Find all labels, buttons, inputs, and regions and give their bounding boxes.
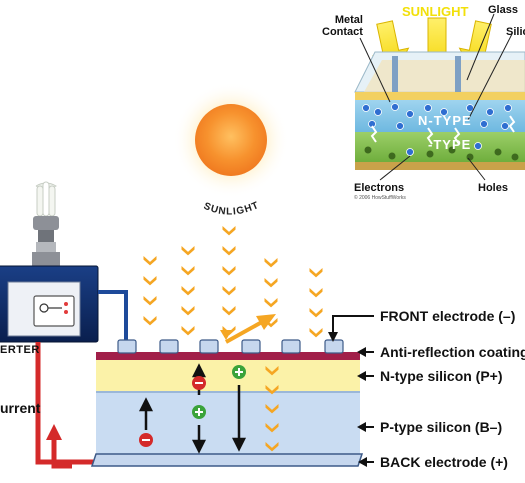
inset-electrons	[362, 103, 512, 156]
light-arrow-chevron	[309, 328, 323, 338]
inset-n-layer	[355, 100, 525, 132]
electron-marker	[139, 433, 153, 447]
light-arrow-chevron	[265, 366, 279, 376]
light-arrow-chevron	[143, 256, 157, 266]
inverter-label: ERTER	[0, 344, 40, 356]
light-arrow-chevron	[181, 286, 195, 296]
light-arrow-chevron	[143, 296, 157, 306]
light-arrow-chevron	[265, 423, 279, 433]
solar-cell-layers	[90, 339, 364, 467]
inset-electrons-label: Electrons	[354, 182, 405, 194]
inset-glass-label: Glass	[488, 4, 518, 16]
inset-holes-label: Holes	[478, 182, 508, 194]
light-arrow-chevron	[181, 306, 195, 316]
p-type-label: P-type silicon (B–)	[380, 419, 503, 435]
inset-sunlight-label: SUNLIGHT	[402, 4, 469, 19]
light-arrow-chevron	[309, 288, 323, 298]
back-electrode-label: BACK electrode (+)	[380, 454, 508, 470]
light-arrow-chevron	[264, 258, 278, 268]
light-arrow-chevron	[181, 266, 195, 276]
front-electrode-label: FRONT electrode (–)	[380, 308, 516, 324]
anti-reflection-layer	[96, 352, 360, 360]
light-arrow-chevron	[222, 286, 236, 296]
electron-marker	[192, 376, 206, 390]
inset-illustration	[354, 13, 525, 181]
light-arrow-chevron	[181, 326, 195, 336]
light-arrow-chevron	[143, 276, 157, 286]
light-arrow-chevron	[222, 246, 236, 256]
inset-metal-contact	[392, 56, 398, 94]
n-type-layer	[96, 360, 360, 392]
sunlight-curved-label: SUNLIGHT	[202, 200, 261, 218]
charge-carriers	[139, 365, 246, 447]
p-type-layer	[96, 392, 360, 454]
anti-reflection-label: Anti-reflection coating	[380, 344, 525, 360]
hole-marker	[192, 405, 206, 419]
light-arrow-chevron	[265, 385, 279, 395]
light-arrow-chevron	[222, 266, 236, 276]
inset-n-type-label: N-TYPE	[418, 113, 472, 128]
light-bulb	[32, 181, 60, 266]
inverter-box	[0, 265, 99, 343]
light-arrow-chevron	[222, 306, 236, 316]
inset-p-type-label: -TYPE	[428, 137, 472, 152]
current-label: urrent	[0, 400, 41, 416]
light-arrow-chevron	[181, 246, 195, 256]
light-arrow-chevron	[264, 298, 278, 308]
inset-silicon-label: Silic	[506, 26, 525, 38]
n-type-label: N-type silicon (P+)	[380, 368, 503, 384]
reflected-light-arrow	[220, 314, 276, 344]
layer-label-leaders	[328, 315, 374, 467]
inset-metal-contact-label: Metal Contact	[322, 14, 363, 38]
light-arrow-chevron	[265, 442, 279, 452]
inset-credit: © 2006 HowStuffWorks	[354, 195, 406, 201]
inset-p-layer	[355, 132, 525, 162]
light-arrows	[143, 226, 323, 452]
back-electrode	[90, 453, 364, 467]
light-arrow-chevron	[143, 316, 157, 326]
light-arrow-chevron	[265, 404, 279, 414]
sun	[173, 82, 289, 198]
light-arrow-chevron	[222, 226, 236, 236]
light-arrow-chevron	[309, 268, 323, 278]
hole-marker	[232, 365, 246, 379]
light-arrow-chevron	[309, 308, 323, 318]
inset-holes	[364, 146, 519, 161]
front-electrodes	[117, 339, 344, 354]
light-arrow-chevron	[264, 278, 278, 288]
